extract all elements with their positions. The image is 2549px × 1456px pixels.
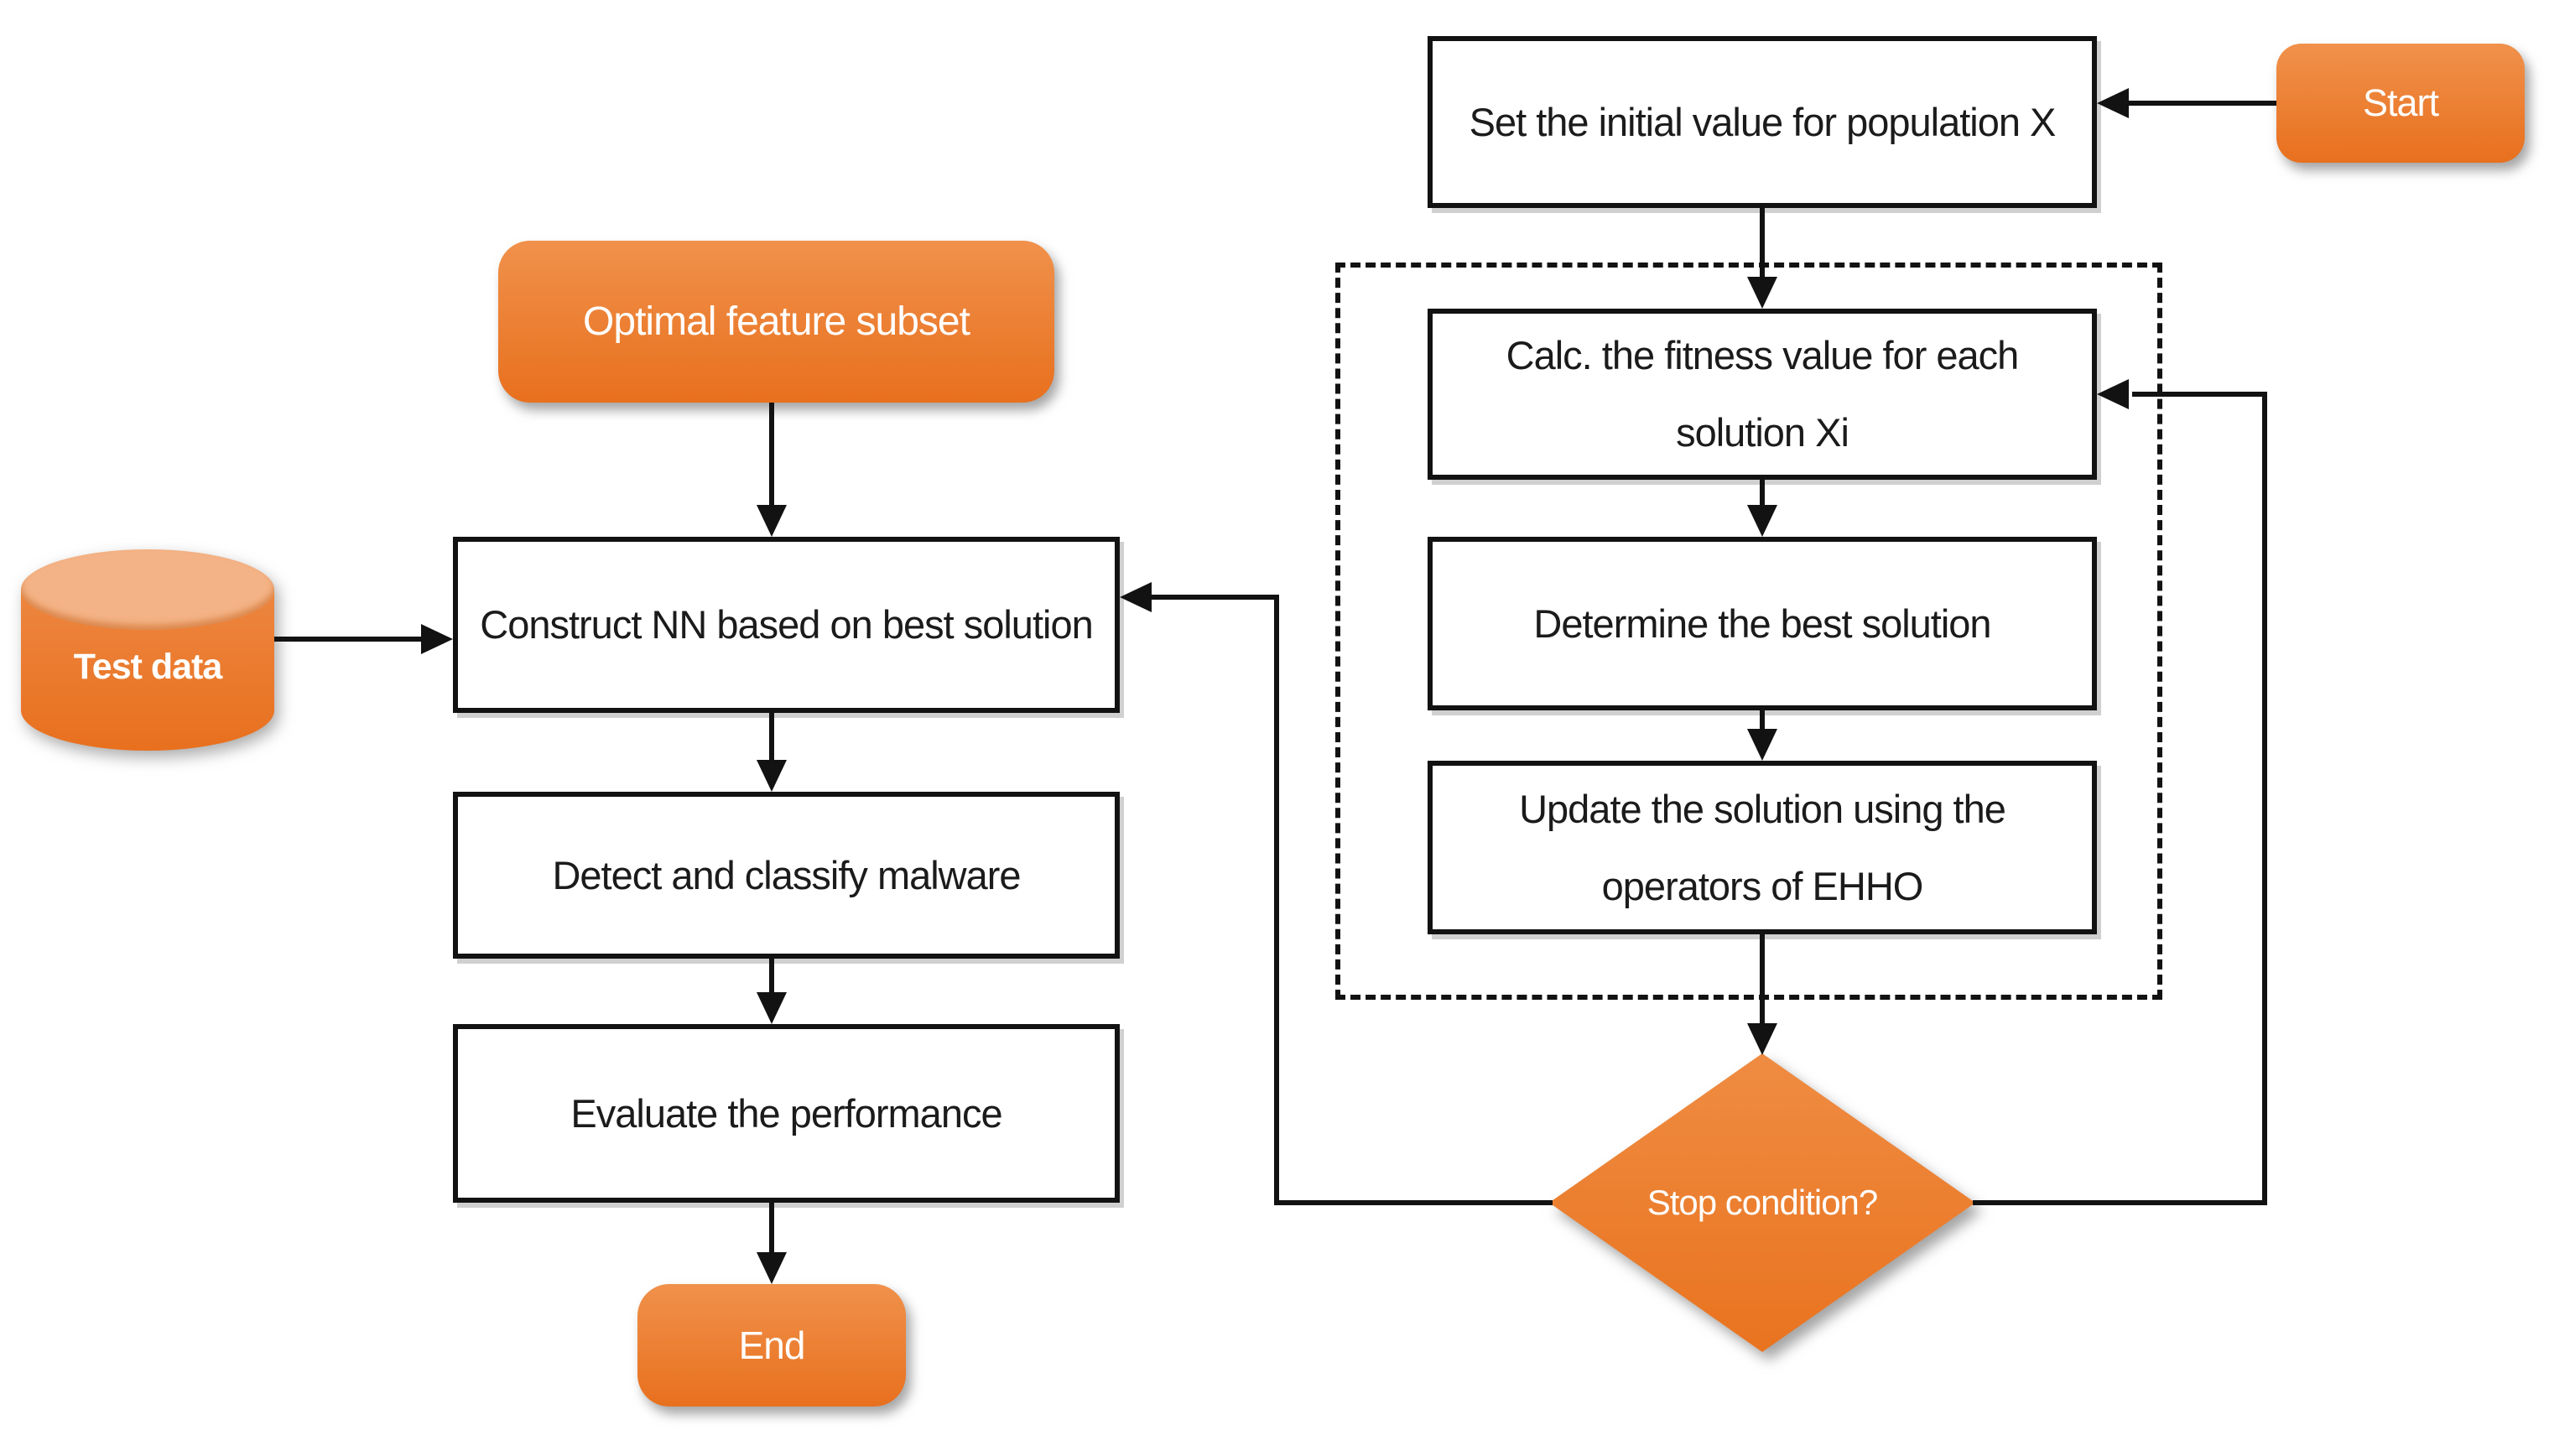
stop-condition-label: Stop condition? [1646, 1183, 1879, 1222]
path-stop-to-construct-vertical-line [1274, 595, 1279, 1205]
set-initial-label: Set the initial value for population X [1469, 99, 2057, 144]
arrow-calc-to-determine-head [1747, 505, 1777, 537]
determine-best-label: Determine the best solution [1533, 601, 1991, 646]
evaluate-label: Evaluate the performance [570, 1090, 1002, 1136]
node-update-solution: Update the solution using the operators … [1428, 761, 2097, 934]
node-test-data: Test data [21, 549, 274, 751]
node-optimal-feature-subset: Optimal feature subset [498, 241, 1054, 403]
arrow-calc-to-determine-line [1760, 480, 1765, 508]
arrow-start-to-set-initial-line [2129, 101, 2276, 106]
arrow-construct-to-detect-line [769, 713, 774, 763]
loop-right-bottom-line [1973, 1200, 2267, 1205]
path-stop-to-construct-bottom-line [1274, 1200, 1553, 1205]
node-calc-fitness: Calc. the fitness value for each solutio… [1428, 309, 2097, 480]
arrow-start-to-set-initial-head [2097, 88, 2129, 118]
loop-right-top-line [2132, 392, 2267, 397]
ehho-loop-group-border [1335, 263, 2162, 1000]
stop-condition-diamond: Stop condition? [1549, 1053, 1975, 1352]
update-solution-label: Update the solution using the operators … [1519, 786, 2006, 908]
node-end: End [637, 1284, 906, 1407]
construct-nn-label: Construct NN based on best solution [480, 602, 1093, 647]
node-construct-nn: Construct NN based on best solution [453, 537, 1120, 713]
node-start: Start [2276, 44, 2525, 163]
test-data-label: Test data [73, 647, 223, 687]
path-stop-to-construct-top-line [1152, 595, 1277, 600]
arrow-update-to-stop-head [1747, 1023, 1777, 1055]
node-set-initial-population: Set the initial value for population X [1428, 36, 2097, 208]
end-label: End [738, 1323, 806, 1367]
optimal-subset-label: Optimal feature subset [583, 299, 970, 344]
arrow-set-initial-to-calc-head [1747, 277, 1777, 309]
calc-fitness-label: Calc. the fitness value for each solutio… [1506, 333, 2020, 455]
arrow-evaluate-to-end-head [757, 1252, 787, 1284]
arrow-testdata-to-construct-head [421, 624, 453, 654]
test-data-cylinder-lid [21, 549, 274, 630]
arrow-testdata-to-construct-line [274, 637, 421, 642]
loop-right-vertical-line [2262, 392, 2267, 1203]
arrow-determine-to-update-line [1760, 710, 1765, 732]
start-label: Start [2362, 81, 2439, 124]
node-detect-classify: Detect and classify malware [453, 792, 1120, 959]
arrow-construct-to-detect-head [757, 760, 787, 792]
arrow-optimal-to-construct-head [757, 505, 787, 537]
arrow-detect-to-evaluate-line [769, 959, 774, 996]
arrow-determine-to-update-head [1747, 729, 1777, 761]
arrow-evaluate-to-end-line [769, 1203, 774, 1256]
path-stop-to-construct-head [1120, 582, 1152, 612]
arrow-optimal-to-construct-line [769, 403, 774, 507]
detect-classify-label: Detect and classify malware [552, 852, 1021, 897]
arrow-set-initial-to-calc-line [1760, 208, 1765, 280]
node-evaluate-performance: Evaluate the performance [453, 1024, 1120, 1203]
node-stop-condition: Stop condition? [1549, 1053, 1975, 1352]
arrow-detect-to-evaluate-head [757, 992, 787, 1024]
node-determine-best: Determine the best solution [1428, 537, 2097, 710]
loop-right-arrow-head [2097, 379, 2129, 409]
arrow-update-to-stop-line [1760, 934, 1765, 1027]
